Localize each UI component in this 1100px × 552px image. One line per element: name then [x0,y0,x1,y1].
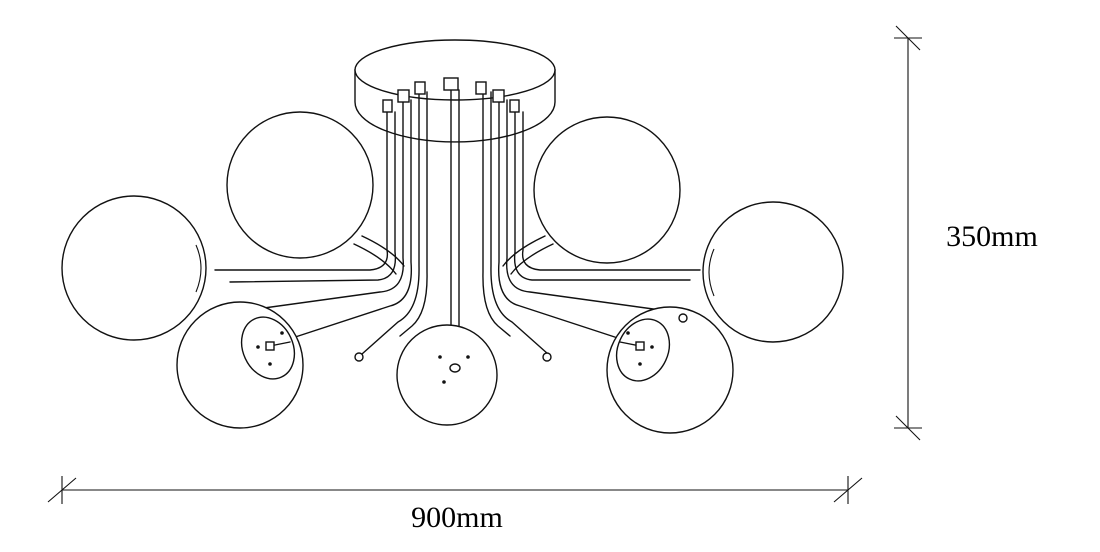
globe-bottom-right [606,306,734,434]
globe-top-left [226,111,374,259]
globe-bottom-left [176,301,304,429]
globe-bottom-center [396,324,498,426]
height-label: 350mm [946,220,1038,253]
globe-far-right [702,201,844,343]
globe-top-right [533,116,681,264]
ceiling-canopy [354,39,556,143]
arm-tubes [214,89,701,369]
arm-end-caps [354,352,552,362]
width-label: 900mm [411,501,503,534]
socket-caps [382,77,520,113]
globe-far-left [61,195,207,341]
width-dimension: 900mm [47,476,863,534]
height-dimension: 350mm [894,25,1038,441]
